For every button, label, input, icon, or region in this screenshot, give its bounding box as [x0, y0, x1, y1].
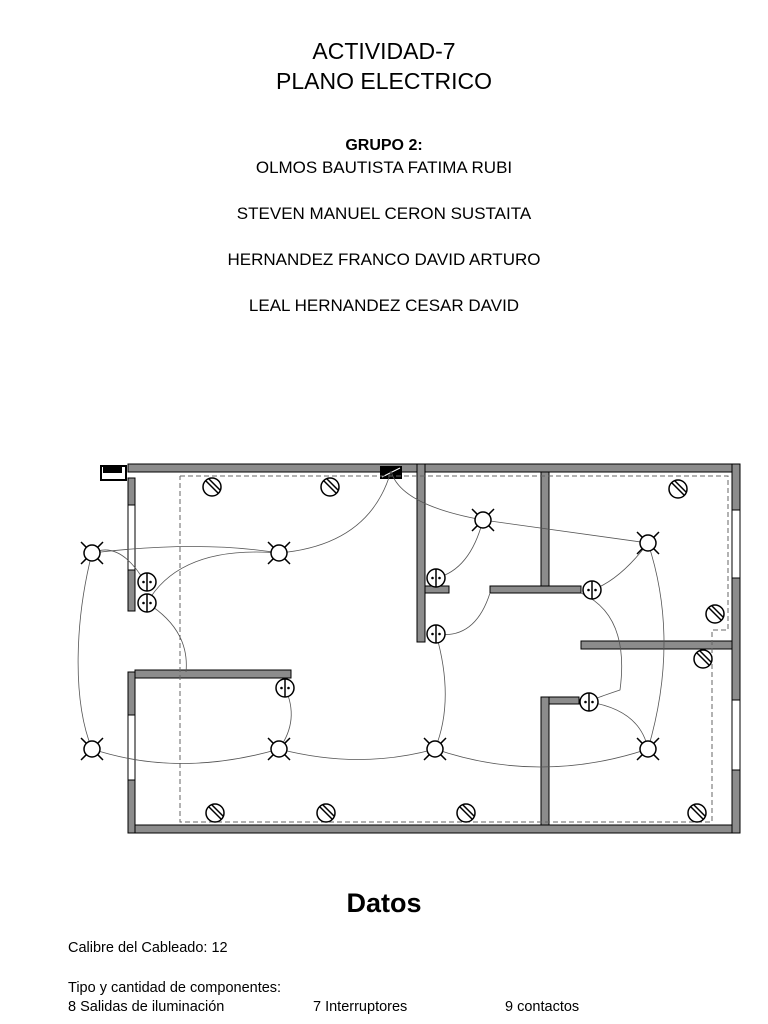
datos-heading: Datos — [346, 888, 422, 918]
walls — [127, 463, 741, 834]
switches — [137, 568, 602, 712]
contact-outlet-icon — [316, 803, 336, 823]
calibre-text: Calibre del Cableado: 12 — [68, 940, 228, 956]
windows — [127, 504, 741, 781]
panel-boxes — [100, 465, 402, 481]
light-outlet-icon — [267, 541, 291, 565]
contact-outlet-icon — [205, 803, 225, 823]
contact-outlet-icon — [202, 477, 222, 497]
contact-outlet-icon — [456, 803, 476, 823]
switch-icon — [275, 678, 295, 698]
wiring — [77, 470, 665, 768]
contacts — [202, 477, 725, 823]
switch-icon — [426, 624, 446, 644]
component-contact-count: 9 contactos — [505, 999, 580, 1015]
contact-outlet-icon — [687, 803, 707, 823]
light-outlet-icon — [80, 737, 104, 761]
switch-icon — [137, 593, 157, 613]
lighting-outlets — [80, 508, 660, 761]
member-name-4: LEAL HERNANDEZ CESAR DAVID — [248, 296, 520, 315]
switch-icon — [137, 572, 157, 592]
contact-outlet-icon — [693, 649, 713, 669]
components-label: Tipo y cantidad de componentes: — [68, 980, 282, 996]
light-outlet-icon — [267, 737, 291, 761]
switch-icon — [579, 692, 599, 712]
component-switch-count: 7 Interruptores — [313, 999, 408, 1015]
title-line-2: PLANO ELECTRICO — [276, 68, 492, 94]
title-line-1: ACTIVIDAD-7 — [312, 38, 456, 64]
contact-outlet-icon — [320, 477, 340, 497]
component-lighting-count: 8 Salidas de iluminación — [68, 999, 225, 1015]
contact-outlet-icon — [668, 479, 688, 499]
contact-outlet-icon — [705, 604, 725, 624]
light-outlet-icon — [636, 737, 660, 761]
member-name-3: HERNANDEZ FRANCO DAVID ARTURO — [227, 250, 541, 269]
light-outlet-icon — [423, 737, 447, 761]
group-label: GRUPO 2: — [345, 137, 423, 154]
switch-icon — [582, 580, 602, 600]
member-name-1: OLMOS BAUTISTA FATIMA RUBI — [255, 158, 513, 177]
circuit-outline — [179, 475, 729, 823]
light-outlet-icon — [471, 508, 495, 532]
member-name-2: STEVEN MANUEL CERON SUSTAITA — [236, 204, 532, 223]
switch-icon — [426, 568, 446, 588]
light-outlet-icon — [80, 541, 104, 565]
light-outlet-icon — [636, 531, 660, 555]
